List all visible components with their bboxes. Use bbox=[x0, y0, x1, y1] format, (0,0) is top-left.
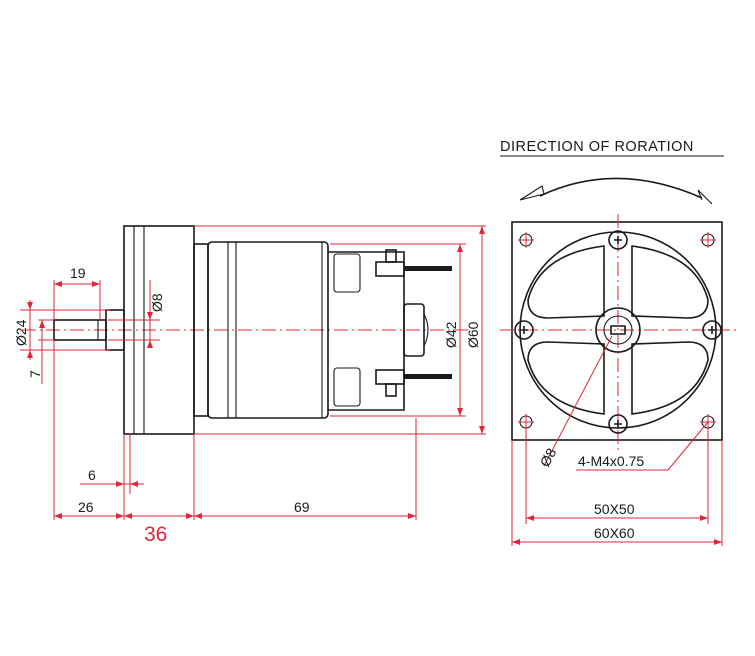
screw-left bbox=[514, 320, 534, 340]
rotation-arrow bbox=[519, 177, 713, 205]
square-flange bbox=[511, 221, 723, 441]
window-bottom-left bbox=[527, 341, 605, 415]
bearing-boss bbox=[403, 303, 425, 357]
rotation-title: DIRECTION OF RORATION bbox=[500, 139, 694, 155]
dim-body-dia: Ø60 bbox=[465, 321, 481, 348]
center-hub-outer bbox=[595, 307, 641, 353]
dim-flange-thickness: 6 bbox=[88, 467, 96, 483]
leader-screws bbox=[667, 421, 709, 471]
mount-hole-tl bbox=[518, 232, 534, 248]
dim-shaft-dia: Ø24 bbox=[13, 319, 29, 346]
dim-flat-depth: Ø8 bbox=[149, 293, 165, 312]
leader-shaft-dia bbox=[543, 335, 613, 467]
screw-right bbox=[702, 320, 722, 340]
terminal-top bbox=[375, 249, 452, 277]
window-top-left bbox=[527, 245, 605, 319]
motor-can bbox=[207, 241, 329, 419]
dim-screws: 4-M4x0.75 bbox=[578, 453, 644, 469]
screw-top bbox=[608, 230, 628, 250]
dim-shaft-total: 26 bbox=[78, 499, 94, 515]
terminal-bottom bbox=[375, 369, 452, 397]
dim-front-shaft-dia: Ø8 bbox=[537, 445, 560, 469]
dim-outline: 60X60 bbox=[594, 525, 635, 541]
screw-bottom bbox=[608, 414, 628, 434]
dim-hole-pitch: 50X50 bbox=[594, 501, 635, 517]
window-top-right bbox=[631, 245, 709, 319]
dim-motor-dia: Ø42 bbox=[443, 321, 459, 348]
side-view: 19 Ø8 Ø24 7 6 26 36 69 Ø42 Ø60 bbox=[13, 225, 486, 546]
dim-gearbox-length: 36 bbox=[144, 523, 167, 546]
mount-hole-tr bbox=[700, 232, 716, 248]
window-bottom-right bbox=[631, 341, 709, 415]
vent-slot-bottom bbox=[333, 367, 361, 407]
output-shaft-end bbox=[610, 325, 626, 335]
mount-hole-bl bbox=[518, 414, 534, 430]
dim-shaft-length: 19 bbox=[70, 265, 86, 281]
center-hub-inner bbox=[603, 315, 633, 345]
dim-key-height: 7 bbox=[27, 370, 43, 378]
dim-motor-length: 69 bbox=[294, 499, 310, 515]
front-view: DIRECTION OF RORATION bbox=[500, 139, 738, 546]
vent-slot-top bbox=[333, 253, 361, 293]
